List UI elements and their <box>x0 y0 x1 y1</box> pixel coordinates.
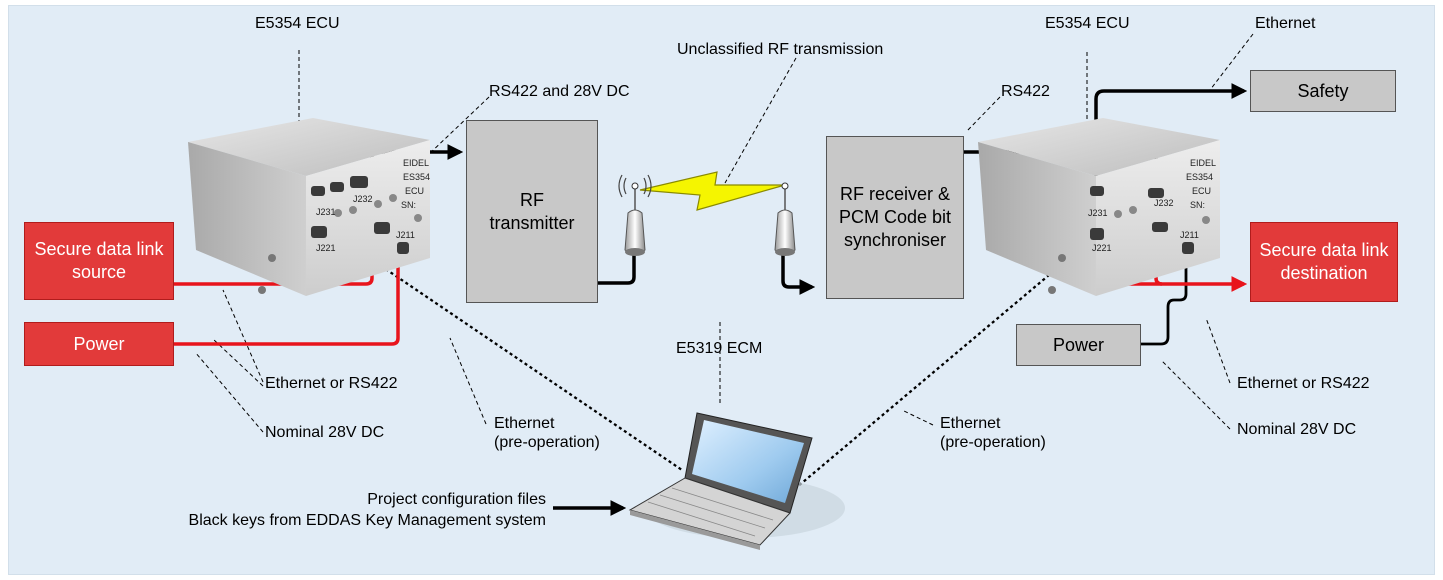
nominal-28v-right-label: Nominal 28V DC <box>1237 421 1357 438</box>
ecu-right-title: E5354 ECU <box>1045 15 1130 32</box>
ecu-brand: EIDEL <box>403 158 429 168</box>
ecu-left-unit: J231 J232 J221 J211 EIDEL ES354 ECU SN: <box>188 118 430 296</box>
power-right-box: Power <box>1016 324 1141 366</box>
port-label-j221: J221 <box>316 243 336 253</box>
laptop-icon <box>628 412 845 550</box>
port-label-j211: J211 <box>396 230 415 240</box>
eth-preop-left-line1: Ethernet <box>494 415 555 432</box>
ecu-right-unit: J231 J232 J221 J211 EIDEL ES354 ECU SN: <box>978 118 1220 296</box>
port-label-j232: J232 <box>1154 198 1174 208</box>
ecu-model: ES354 <box>1186 172 1213 182</box>
nominal-28v-left-label: Nominal 28V DC <box>265 424 385 441</box>
unclassified-rf-label: Unclassified RF transmission <box>677 41 884 58</box>
rf-receiver-label: RF receiver & PCM Code bit synchroniser <box>838 184 952 250</box>
power-right-label: Power <box>1052 334 1105 355</box>
port-label-j231: J231 <box>316 207 336 217</box>
rs422-28v-label: RS422 and 28V DC <box>489 83 630 100</box>
eth-or-rs422-left-label: Ethernet or RS422 <box>265 375 398 392</box>
secure-data-link-source-box: Secure data link source <box>24 222 174 300</box>
secure-source-label: Secure data link source <box>34 239 164 282</box>
receive-antenna-icon <box>774 182 796 256</box>
port-label-j231: J231 <box>1088 208 1108 218</box>
power-left-box: Power <box>24 322 174 366</box>
rf-transmitter-box: RF transmitter <box>466 120 598 303</box>
eth-or-rs422-right-label: Ethernet or RS422 <box>1237 375 1370 392</box>
ecu-serial: SN: <box>401 200 416 210</box>
safety-box: Safety <box>1250 70 1396 112</box>
secure-data-link-destination-box: Secure data link destination <box>1250 222 1398 302</box>
rf-receiver-box: RF receiver & PCM Code bit synchroniser <box>826 136 964 299</box>
port-label-j211: J211 <box>1180 230 1199 240</box>
ecu-type: ECU <box>405 186 424 196</box>
transmit-antenna-icon <box>618 174 652 256</box>
eth-preop-left-line2: (pre-operation) <box>494 434 600 451</box>
black-keys-label: Black keys from EDDAS Key Management sys… <box>188 512 546 529</box>
ethernet-safety-label: Ethernet <box>1255 15 1316 32</box>
port-label-j232: J232 <box>353 194 373 204</box>
ecu-type: ECU <box>1192 186 1211 196</box>
secure-destination-label: Secure data link destination <box>1259 240 1389 283</box>
ecm-title: E5319 ECM <box>676 340 763 357</box>
rs422-label: RS422 <box>1001 83 1050 100</box>
ecu-serial: SN: <box>1190 200 1205 210</box>
port-label-j221: J221 <box>1092 243 1112 253</box>
ecu-brand: EIDEL <box>1190 158 1216 168</box>
project-config-files-label: Project configuration files <box>367 491 546 508</box>
ecu-left-title: E5354 ECU <box>255 15 340 32</box>
eth-preop-right-line1: Ethernet <box>940 415 1001 432</box>
lightning-bolt-icon <box>639 171 786 211</box>
rf-transmitter-label: RF transmitter <box>489 189 575 233</box>
power-left-label: Power <box>73 333 125 354</box>
eth-preop-right-line2: (pre-operation) <box>940 434 1046 451</box>
ecu-model: ES354 <box>403 172 430 182</box>
safety-label: Safety <box>1297 80 1349 101</box>
leader-lines <box>194 33 1254 433</box>
ethernet-dotted-links <box>330 231 1094 494</box>
